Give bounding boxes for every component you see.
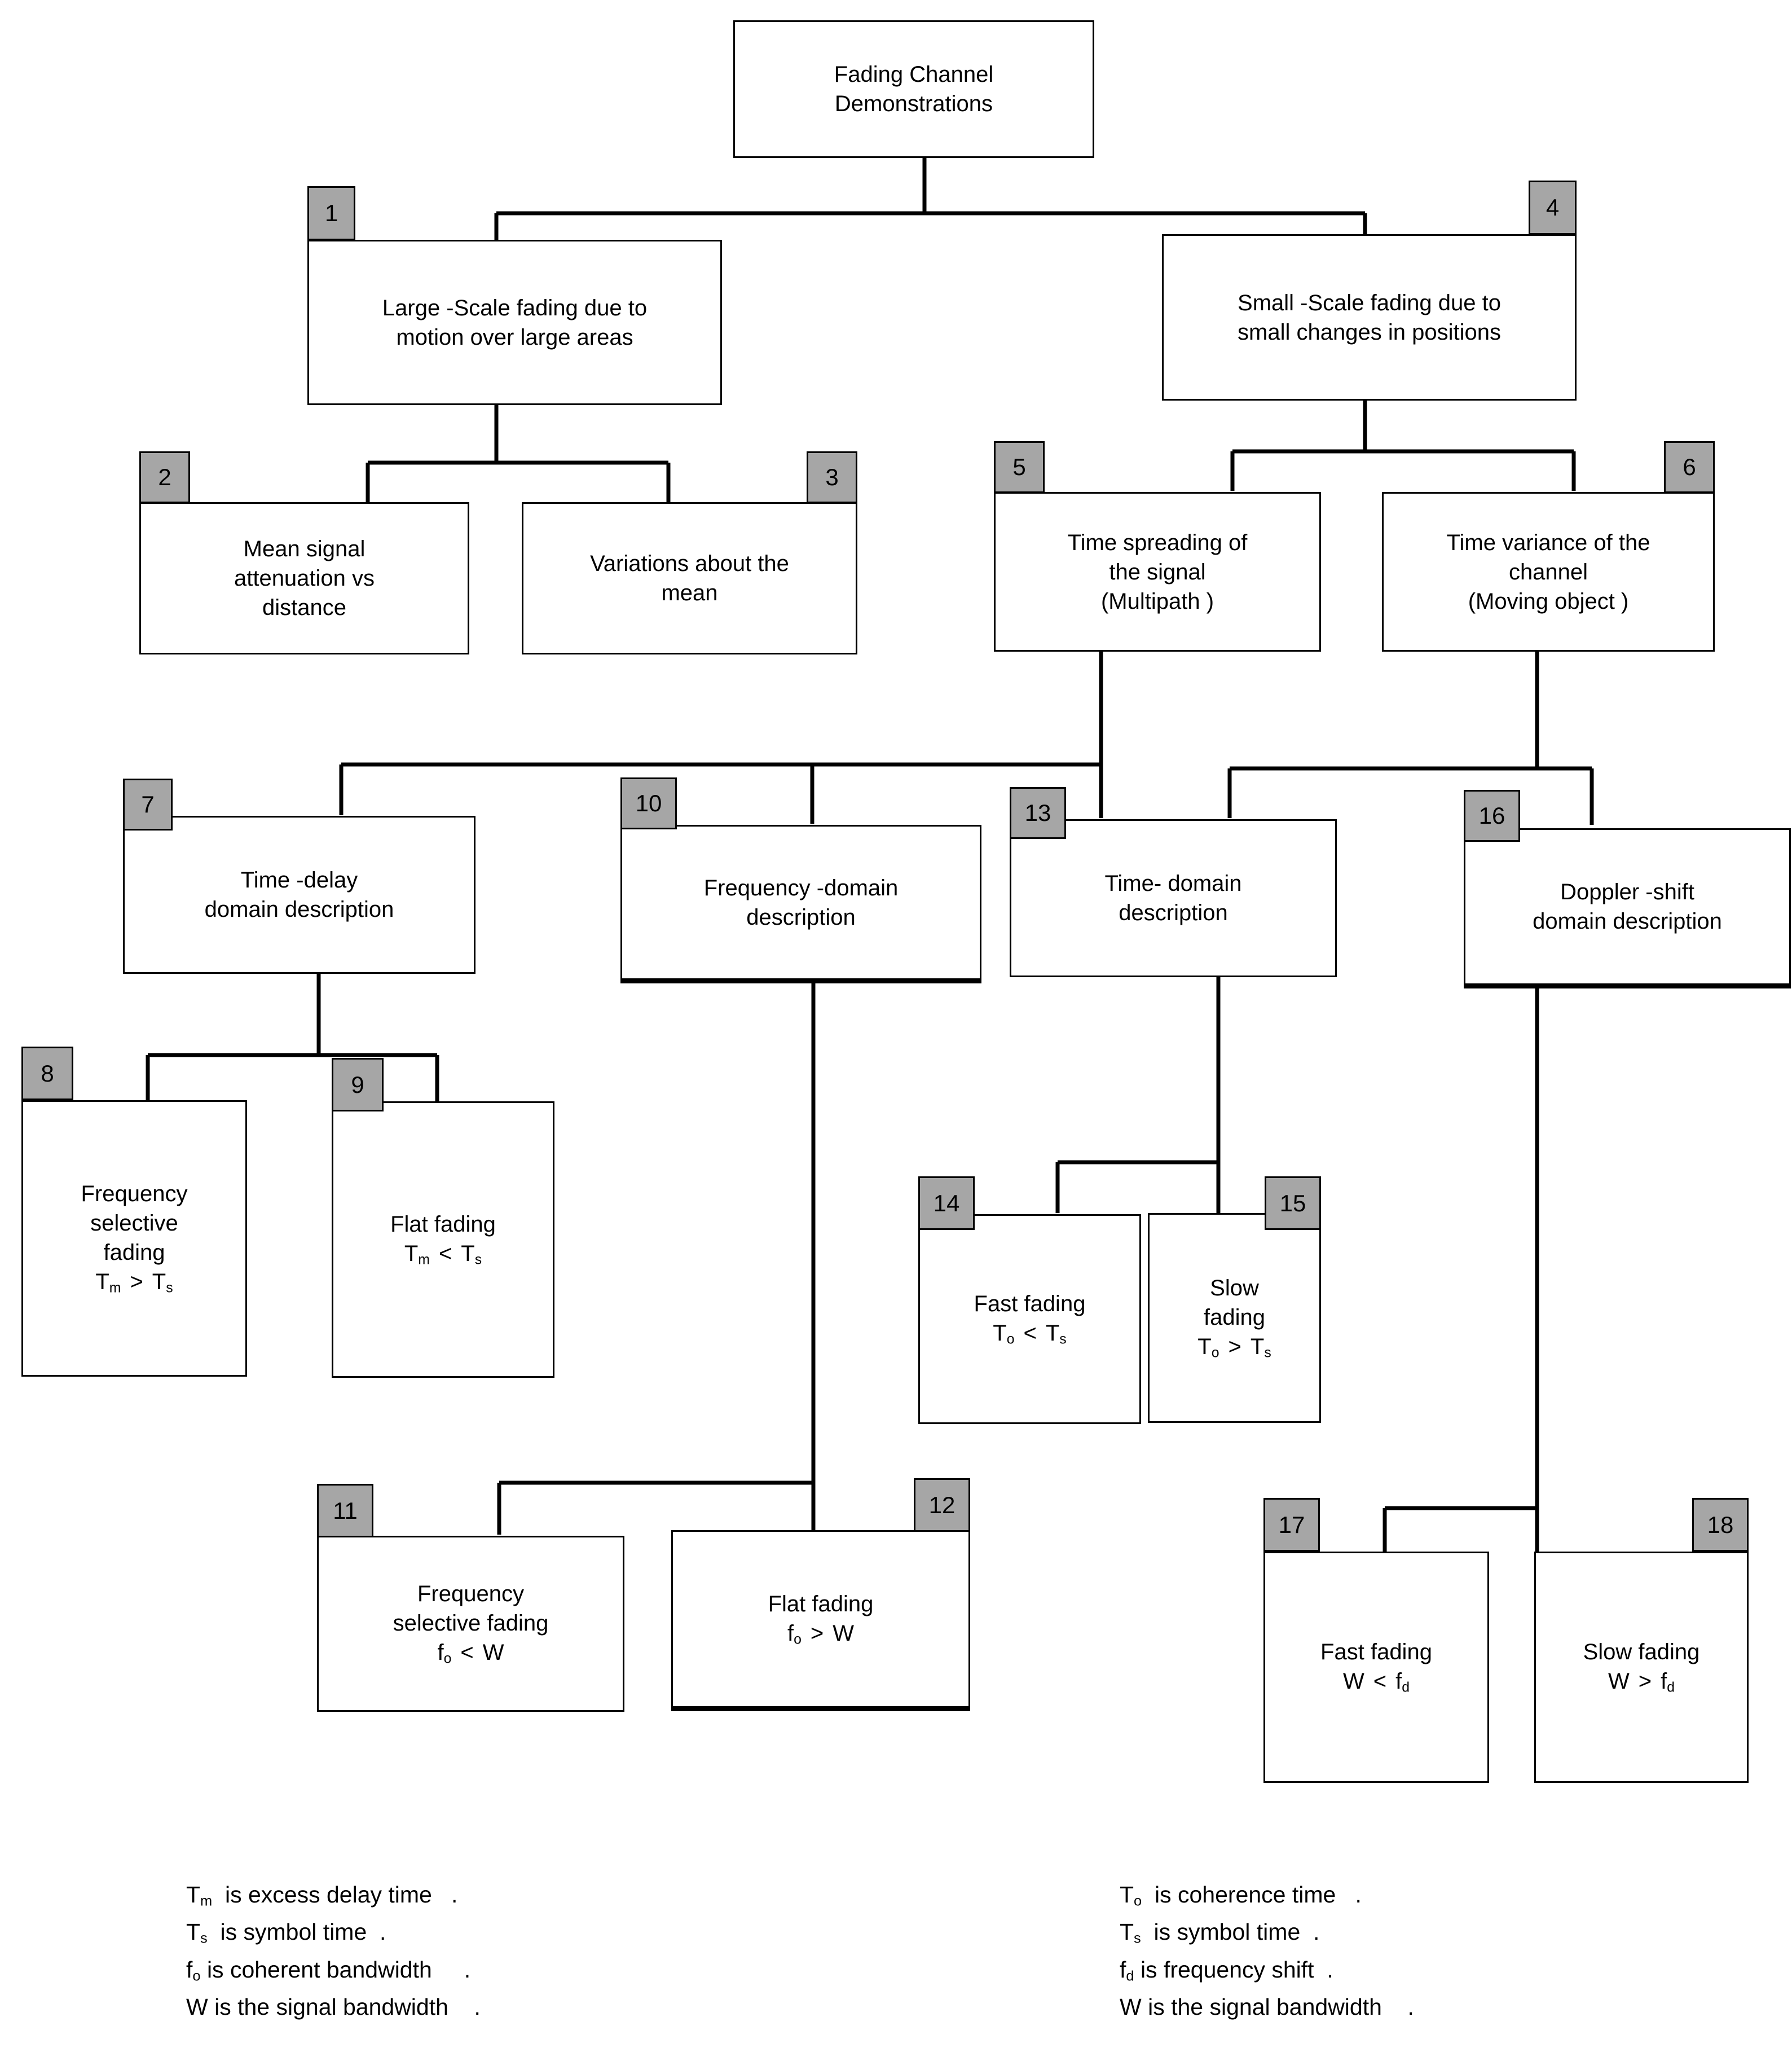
legend-right-item-1: To is coherence time . [1120, 1882, 1362, 1909]
node-14[interactable]: Fast fading To<Ts [918, 1214, 1141, 1424]
node-7-badge: 7 [123, 779, 173, 831]
legend-right-item-2: Ts is symbol time . [1120, 1919, 1320, 1946]
node-12-label: Flat fading fo>W [768, 1591, 874, 1647]
node-1[interactable]: Large -Scale fading due to motion over l… [307, 240, 722, 405]
legend-left-item-3: fo is coherent bandwidth . [186, 1956, 471, 1984]
node-13[interactable]: Time- domain description [1010, 819, 1337, 977]
node-10-label: Frequency -domain description [703, 875, 899, 930]
node-2[interactable]: Mean signal attenuation vs distance [139, 502, 469, 654]
node-11-badge: 11 [317, 1484, 373, 1537]
legend-right: To is coherence time . Ts is symbol time… [1120, 1876, 1768, 2026]
node-16[interactable]: Doppler -shift domain description [1464, 828, 1791, 985]
legend-left-item-4: W is the signal bandwidth . [186, 1994, 481, 2020]
node-5[interactable]: Time spreading of the signal (Multipath … [994, 492, 1321, 652]
node-16-label: Doppler -shift domain description [1533, 880, 1722, 934]
node-15-label: Slow fading To>Ts [1197, 1276, 1271, 1361]
node-17-label: Fast fading W<fd [1320, 1640, 1432, 1695]
node-11-label: Frequency selective fading fo<W [393, 1581, 549, 1667]
node-14-badge: 14 [918, 1176, 975, 1230]
node-8-label: Frequency selective fading Tm>Ts [81, 1181, 188, 1296]
node-12[interactable]: Flat fading fo>W [671, 1530, 970, 1708]
node-9[interactable]: Flat fading Tm<Ts [332, 1101, 554, 1378]
node-root-label: Fading Channel Demonstrations [834, 62, 994, 116]
legend-right-item-4: W is the signal bandwidth . [1120, 1994, 1414, 2020]
node-6-label: Time variance of the channel (Moving obj… [1446, 530, 1650, 614]
node-17-badge: 17 [1263, 1498, 1320, 1552]
node-3-badge: 3 [807, 451, 857, 503]
node-12-badge: 12 [914, 1478, 970, 1532]
node-10-badge: 10 [620, 777, 677, 829]
legend-left-item-2: Ts is symbol time . [186, 1919, 386, 1946]
node-5-badge: 5 [994, 441, 1045, 493]
node-3[interactable]: Variations about the mean [522, 502, 857, 654]
node-5-label: Time spreading of the signal (Multipath … [1067, 530, 1248, 614]
node-2-label: Mean signal attenuation vs distance [234, 537, 375, 620]
node-9-label: Flat fading Tm<Ts [390, 1212, 496, 1268]
legend-right-item-3: fd is frequency shift . [1120, 1956, 1333, 1984]
node-11[interactable]: Frequency selective fading fo<W [317, 1536, 624, 1712]
node-18-badge: 18 [1692, 1498, 1749, 1552]
node-9-badge: 9 [332, 1058, 384, 1111]
node-root[interactable]: Fading Channel Demonstrations [733, 20, 1094, 158]
node-2-badge: 2 [139, 451, 190, 503]
legend-left: Tm is excess delay time . Ts is symbol t… [186, 1876, 919, 2026]
node-13-label: Time- domain description [1104, 871, 1242, 925]
node-7[interactable]: Time -delay domain description [123, 816, 475, 974]
node-4-label: Small -Scale fading due to small changes… [1238, 290, 1501, 345]
node-13-badge: 13 [1010, 787, 1066, 839]
node-10[interactable]: Frequency -domain description [620, 825, 981, 980]
node-15[interactable]: Slow fading To>Ts [1148, 1213, 1321, 1423]
node-18-label: Slow fading W>fd [1583, 1640, 1700, 1695]
node-8[interactable]: Frequency selective fading Tm>Ts [21, 1100, 247, 1377]
node-17[interactable]: Fast fading W<fd [1263, 1552, 1489, 1783]
node-14-label: Fast fading To<Ts [974, 1291, 1086, 1347]
node-7-label: Time -delay domain description [204, 868, 394, 922]
node-3-label: Variations about the mean [590, 551, 789, 605]
node-8-badge: 8 [21, 1047, 73, 1100]
node-1-label: Large -Scale fading due to motion over l… [382, 295, 648, 350]
node-4[interactable]: Small -Scale fading due to small changes… [1162, 234, 1577, 401]
node-16-badge: 16 [1464, 790, 1520, 842]
node-1-badge: 1 [307, 186, 355, 240]
node-4-badge: 4 [1529, 181, 1577, 235]
node-18[interactable]: Slow fading W>fd [1534, 1552, 1749, 1783]
node-6[interactable]: Time variance of the channel (Moving obj… [1382, 492, 1715, 652]
node-15-badge: 15 [1265, 1176, 1321, 1230]
node-6-badge: 6 [1664, 441, 1715, 493]
legend-left-item-1: Tm is excess delay time . [186, 1882, 458, 1909]
